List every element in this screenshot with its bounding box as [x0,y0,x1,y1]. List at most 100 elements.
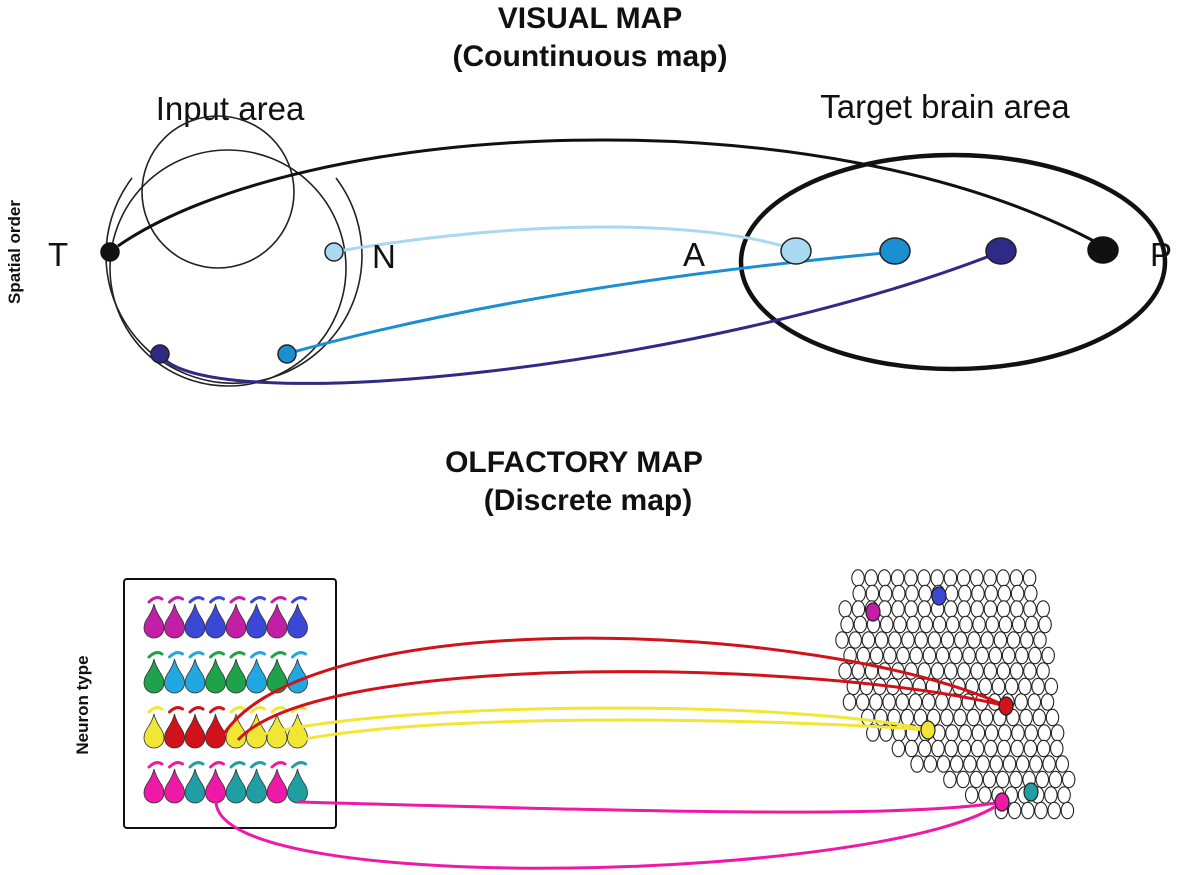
eye-input-area [105,115,363,387]
target-point-mid-blue [879,237,911,265]
glomerulus [1024,584,1038,603]
target-point-light-blue [780,237,812,265]
glomerulus [948,693,962,711]
neuron-teal [287,761,308,804]
neuron-red [184,706,206,749]
neuron-red [164,706,185,749]
input-area-label: Input area [156,90,305,127]
glomerulus [936,755,951,773]
glomerulus [1036,600,1050,618]
neuron-green [143,651,165,694]
glomerulus [869,646,884,665]
glomerulus [963,755,977,773]
letter-a: A [683,236,705,273]
neuron-cyan [184,651,206,694]
glomerulus [1027,693,1042,711]
letter-n: N [372,238,396,275]
neuron-array [143,596,308,804]
target-area-label: Target brain area [820,88,1070,125]
glomerulus [912,677,927,696]
glomerulus [1010,600,1024,618]
glomerulus [853,615,868,634]
glomerulus [978,786,992,804]
glomerulus [997,739,1011,758]
glomerulus [1009,569,1024,587]
neuron-magenta [143,596,165,639]
glomerulus [910,755,924,773]
glomerulus [909,646,923,665]
glomerulus [1041,646,1055,665]
neuron-cyan [164,651,185,694]
olfactory-map-title: OLFACTORY MAP [445,446,703,479]
glomerulus [1015,755,1030,773]
glomerulus [1032,708,1047,727]
glomerulus [1057,786,1071,804]
glomerulus [957,662,971,680]
glomerulus [970,600,984,618]
glomerulus [851,569,865,587]
glomerulus [866,724,880,742]
neuron-box [123,578,337,829]
glomerulus [949,755,964,773]
glomerulus [949,646,963,665]
visual-map-subtitle: (Countinuous map) [453,40,728,73]
glomerulus [919,615,934,634]
glomerulus [958,724,972,742]
glomerulus [998,724,1012,742]
glomerulus [890,569,905,587]
glomerulus [918,739,932,758]
glomerulus [914,631,928,649]
glomerulus [904,600,918,618]
glomerulus [984,739,998,758]
glomerulus [970,569,984,587]
retina-point-black [100,242,120,262]
glomerulus [1048,770,1063,789]
retina-point-dark-blue [150,344,170,364]
glomerulus [976,755,990,773]
target-area-ellipse [738,152,1168,372]
glomerulus [883,646,897,665]
glomerulus [1010,739,1024,758]
glomerulus [983,662,998,680]
glomerulus [953,708,967,727]
glomerulus [966,708,981,727]
glomerulus [888,631,902,649]
glomerulus [927,631,942,649]
neuron-type-label: Neuron type [73,655,92,754]
glomerulus [1018,677,1032,696]
glomerulus [1060,801,1075,820]
glomerulus [978,677,993,696]
glomerulus [879,615,894,634]
projection-yellow-1 [259,706,929,737]
glomerulus [984,584,998,603]
glomerulus [964,786,979,804]
neuron-green [205,651,226,694]
glomerulus [895,693,910,711]
glomerulus [996,662,1011,680]
glomerulus [906,615,920,634]
glomerulus [1023,662,1037,680]
glomerulus [984,724,999,742]
glomerulus [943,662,958,680]
glomerulus [1010,584,1025,603]
letter-p: P [1150,236,1172,273]
glomerulus [954,631,968,649]
glomerulus [996,600,1011,618]
neuron-pink [164,761,185,804]
glomerulus [982,770,997,789]
neuron-yellow [246,706,267,749]
target-point-dark-blue [985,237,1017,265]
glomerulus [970,739,985,758]
glomerulus [945,615,960,634]
projection-light-blue [332,225,797,254]
glomerulus [962,646,976,665]
glomerulus [1031,677,1045,696]
eye-lens-circle [141,115,295,269]
projection-yellow-2 [299,718,929,742]
glomerulus [1002,755,1017,773]
glomerulus [882,693,896,711]
glomerulus [944,584,959,603]
eye-outer-circle [109,149,347,387]
glomerulus [861,631,876,649]
glomerulus [997,584,1012,603]
